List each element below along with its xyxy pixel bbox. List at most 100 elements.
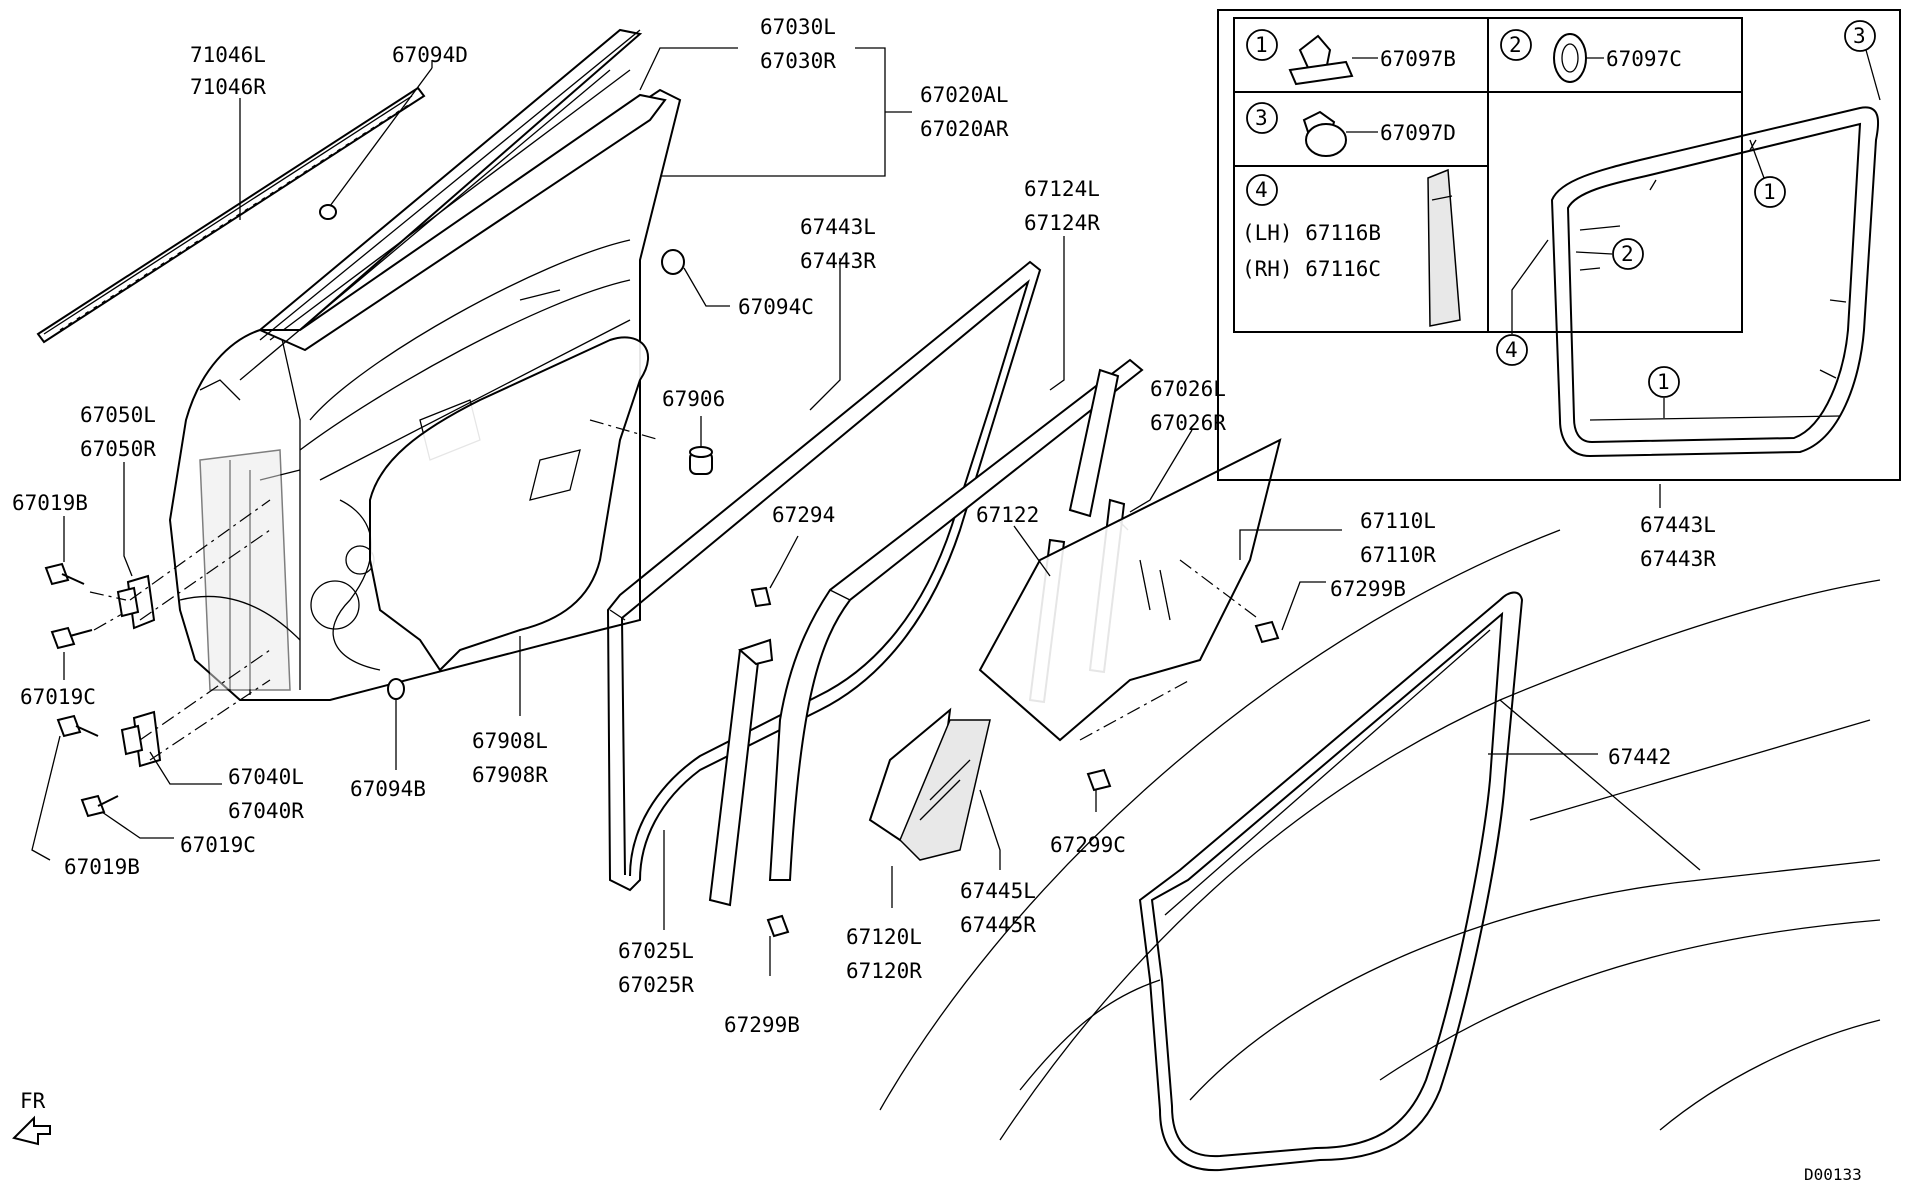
clip-67097b-icon [1288, 34, 1354, 86]
callout-num-3: 3 [1853, 24, 1866, 48]
label-67445l: 67445L [960, 879, 1036, 903]
label-67020al: 67020AL [920, 83, 1009, 107]
callout-num-4: 4 [1505, 338, 1518, 362]
label-67299c: 67299C [1050, 833, 1126, 857]
plug-67094b [387, 678, 405, 700]
callout-circle-3 [1844, 20, 1876, 52]
front-direction-indicator: FR [12, 1089, 51, 1146]
inset-num-1: 1 [1255, 33, 1268, 57]
label-67120r: 67120R [846, 959, 922, 983]
label-67026l: 67026L [1150, 377, 1226, 401]
clip-67097d-icon [1302, 110, 1347, 157]
label-67094d: 67094D [392, 43, 468, 67]
inset-item-4-lh: (LH) 67116B [1242, 221, 1381, 245]
label-67040r: 67040R [228, 799, 304, 823]
channel-67025 [708, 638, 774, 907]
label-67443r-door: 67443R [800, 249, 876, 273]
callout-circle-1b [1648, 366, 1680, 398]
label-67443l-door: 67443L [800, 215, 876, 239]
fr-arrow-icon [12, 1115, 51, 1146]
diagram-code: D00133 [1804, 1165, 1862, 1184]
label-67020ar: 67020AR [920, 117, 1009, 141]
label-67025l: 67025L [618, 939, 694, 963]
hinge-lower-67040 [120, 710, 162, 768]
label-67294: 67294 [772, 503, 835, 527]
inset-num-4: 4 [1255, 178, 1268, 202]
label-67026r: 67026R [1150, 411, 1226, 435]
bolt-67299c [1086, 768, 1112, 792]
label-67122: 67122 [976, 503, 1039, 527]
label-67050l: 67050L [80, 403, 156, 427]
inset-weatherstrip-67443 [1550, 106, 1879, 458]
label-67299b-lower: 67299B [724, 1013, 800, 1037]
label-67445r: 67445R [960, 913, 1036, 937]
label-67442: 67442 [1608, 745, 1671, 769]
weatherstrip-67442-body [1138, 591, 1524, 1172]
label-67110l: 67110L [1360, 509, 1436, 533]
callout-circle-1a [1754, 176, 1786, 208]
label-67019c-lower: 67019C [180, 833, 256, 857]
label-67124r: 67124R [1024, 211, 1100, 235]
regulator-67120 [868, 707, 991, 861]
callout-circle-2 [1612, 238, 1644, 270]
pillar-garnish-67116-icon [1427, 168, 1461, 327]
inset-num-2: 2 [1509, 33, 1522, 57]
label-71046r: 71046R [190, 75, 266, 99]
callout-num-1b: 1 [1657, 370, 1670, 394]
door-glass-67110 [978, 438, 1282, 742]
label-67908l: 67908L [472, 729, 548, 753]
weatherstrip-67443-door [606, 260, 1042, 892]
inset-circle-3 [1246, 102, 1278, 134]
callout-num-2: 2 [1621, 242, 1634, 266]
label-67443l-inset: 67443L [1640, 513, 1716, 537]
label-67019c-upper: 67019C [20, 685, 96, 709]
label-67906: 67906 [662, 387, 725, 411]
bolt-67299b-lower [766, 914, 790, 938]
label-71046l: 71046L [190, 43, 266, 67]
inset-item-1-part: 67097B [1380, 47, 1456, 71]
label-67299b-upper: 67299B [1330, 577, 1406, 601]
stopper-67906 [689, 446, 713, 475]
leader-lines [31, 47, 1661, 976]
glass-run-67124 [768, 358, 1144, 881]
label-67050r: 67050R [80, 437, 156, 461]
plug-67094c [661, 249, 685, 275]
belt-molding-71046 [36, 86, 426, 344]
detail-inset [1217, 9, 1901, 481]
label-67110r: 67110R [1360, 543, 1436, 567]
inset-circle-1 [1246, 29, 1278, 61]
window-frame-67030 [239, 29, 667, 381]
label-67030r: 67030R [760, 49, 836, 73]
label-67019b-lower: 67019B [64, 855, 140, 879]
inset-item-3-part: 67097D [1380, 121, 1456, 145]
label-67094b: 67094B [350, 777, 426, 801]
hinge-upper-67050 [116, 574, 156, 630]
clip-67097c-icon [1553, 33, 1587, 83]
vehicle-body-outline [879, 529, 1881, 1141]
label-67030l: 67030L [760, 15, 836, 39]
label-67124l: 67124L [1024, 177, 1100, 201]
inset-num-3: 3 [1255, 106, 1268, 130]
label-67019b-upper: 67019B [12, 491, 88, 515]
plug-67094d [319, 204, 337, 220]
waterproof-film-67908 [369, 336, 661, 672]
clip-67294 [750, 586, 772, 608]
inset-circle-4 [1246, 174, 1278, 206]
inset-circle-2 [1500, 29, 1532, 61]
fr-label: FR [20, 1089, 46, 1113]
label-67025r: 67025R [618, 973, 694, 997]
bolt-67299b-upper [1254, 620, 1280, 644]
bolt-67019b-lower [56, 714, 99, 738]
label-67908r: 67908R [472, 763, 548, 787]
callout-circle-4 [1496, 334, 1528, 366]
inset-item-2-part: 67097C [1606, 47, 1682, 71]
label-67443r-inset: 67443R [1640, 547, 1716, 571]
callout-num-1a: 1 [1763, 180, 1776, 204]
inset-item-4-rh: (RH) 67116C [1242, 257, 1381, 281]
label-67094c: 67094C [738, 295, 814, 319]
bolt-67019c-upper [50, 626, 93, 650]
bolt-67019b-upper [44, 562, 85, 586]
label-67120l: 67120L [846, 925, 922, 949]
bolt-67019c-lower [80, 794, 119, 818]
